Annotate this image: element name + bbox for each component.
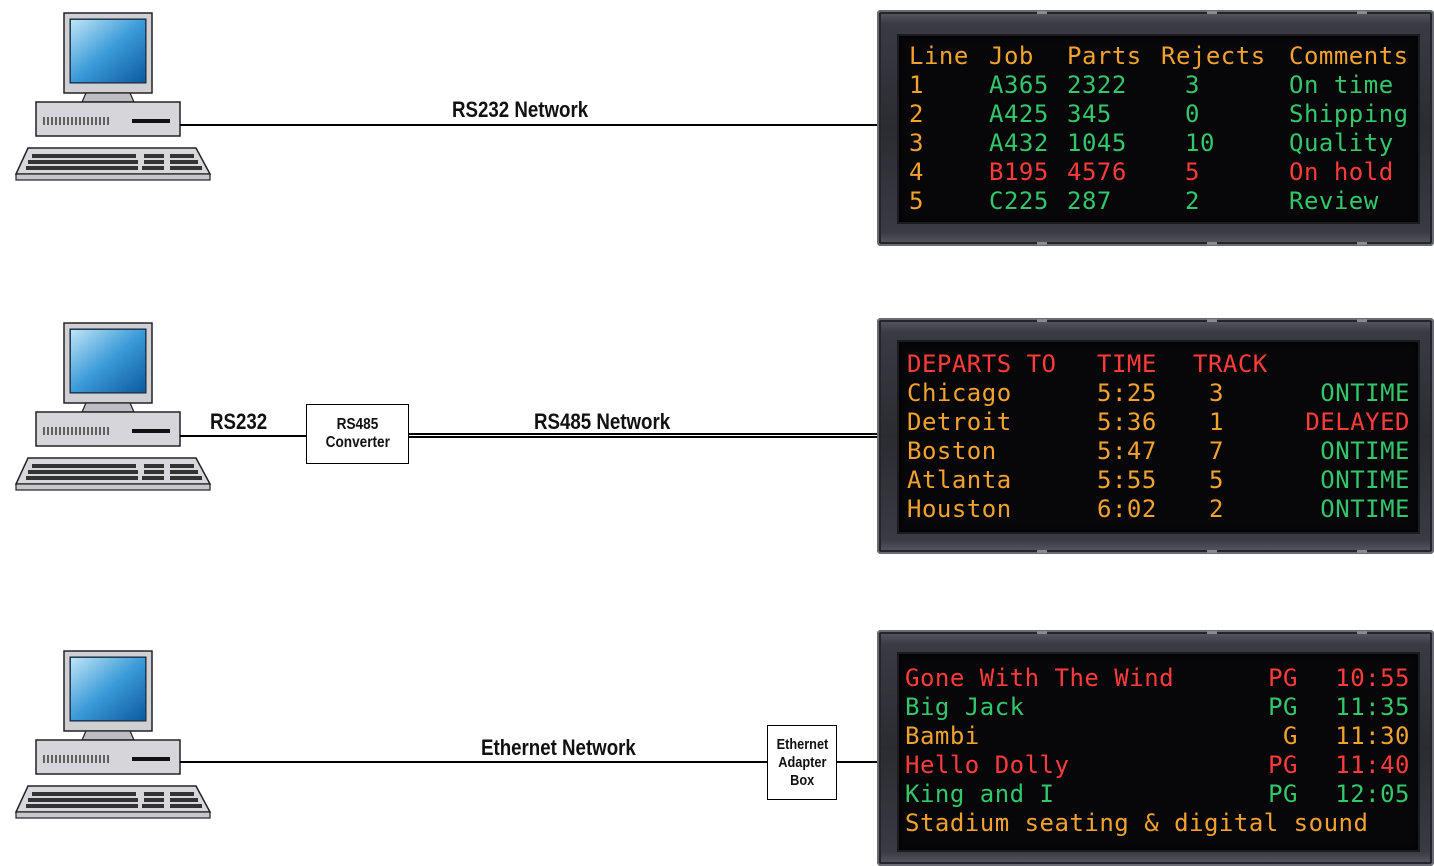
rating-cell: PG xyxy=(1268,693,1298,721)
parts-cell: 2322 xyxy=(1067,71,1127,99)
column-header: DEPARTS TO xyxy=(907,350,1057,378)
movie-title-cell: Gone With The Wind xyxy=(905,664,1175,692)
parts-cell: 1045 xyxy=(1067,129,1127,157)
rs485-cable xyxy=(409,433,878,438)
comments-cell: Quality xyxy=(1289,129,1394,157)
showtime-cell: 11:40 xyxy=(1335,751,1410,779)
track-cell: 2 xyxy=(1209,495,1224,523)
showtime-cell: 11:30 xyxy=(1335,722,1410,750)
job-cell: A365 xyxy=(989,71,1049,99)
showtime-cell: 10:55 xyxy=(1335,664,1410,692)
parts-cell: 345 xyxy=(1067,100,1112,128)
desktop-computer-icon xyxy=(15,650,211,819)
line-cell: 2 xyxy=(909,100,924,128)
movie-title-cell: Big Jack xyxy=(905,693,1025,721)
converter-label-line1: RS485 xyxy=(336,416,379,433)
converter-label-line2: Converter xyxy=(325,434,390,451)
rejects-cell: 5 xyxy=(1185,158,1200,186)
rs232-network-label: RS232 Network xyxy=(452,97,589,122)
track-cell: 1 xyxy=(1209,408,1224,436)
job-cell: B195 xyxy=(989,158,1049,186)
rs485-network-label: RS485 Network xyxy=(534,409,671,434)
destination-cell: Detroit xyxy=(907,408,1012,436)
comments-cell: Shipping xyxy=(1289,100,1409,128)
production-status-display: Line Job Parts Rejects Comments 1 A365 2322 3 On … xyxy=(877,10,1434,246)
desktop-computer-icon xyxy=(15,12,211,181)
destination-cell: Chicago xyxy=(907,379,1012,407)
track-cell: 7 xyxy=(1209,437,1224,465)
time-cell: 5:55 xyxy=(1097,466,1157,494)
track-cell: 5 xyxy=(1209,466,1224,494)
rating-cell: PG xyxy=(1268,664,1298,692)
line-cell: 3 xyxy=(909,129,924,157)
line-cell: 4 xyxy=(909,158,924,186)
comments-cell: Review xyxy=(1289,187,1379,215)
rating-cell: PG xyxy=(1268,751,1298,779)
job-cell: C225 xyxy=(989,187,1049,215)
showtime-cell: 11:35 xyxy=(1335,693,1410,721)
movie-title-cell: King and I xyxy=(905,780,1055,808)
adapter-label-line1: Ethernet xyxy=(776,735,828,753)
ethernet-cable-short xyxy=(837,761,878,763)
led-screen: Line Job Parts Rejects Comments 1 A365 2322 3 On … xyxy=(897,34,1420,224)
adapter-label-line2: Adapter xyxy=(777,753,827,771)
column-header: TRACK xyxy=(1193,350,1268,378)
column-header: Comments xyxy=(1289,42,1409,70)
ethernet-adapter-box: Ethernet Adapter Box xyxy=(767,725,837,800)
column-header: Job xyxy=(989,42,1034,70)
rating-cell: PG xyxy=(1268,780,1298,808)
adapter-label-line3: Box xyxy=(789,771,815,789)
time-cell: 6:02 xyxy=(1097,495,1157,523)
rs232-cable xyxy=(180,124,878,126)
rs232-cable xyxy=(180,435,307,437)
status-cell: ONTIME xyxy=(1320,466,1410,494)
destination-cell: Boston xyxy=(907,437,997,465)
status-cell: ONTIME xyxy=(1320,379,1410,407)
line-cell: 5 xyxy=(909,187,924,215)
job-cell: A425 xyxy=(989,100,1049,128)
ethernet-network-label: Ethernet Network xyxy=(481,735,636,760)
comments-cell: On time xyxy=(1289,71,1394,99)
track-cell: 3 xyxy=(1209,379,1224,407)
status-cell: DELAYED xyxy=(1305,408,1410,436)
comments-cell: On hold xyxy=(1289,158,1394,186)
column-header: Parts xyxy=(1067,42,1142,70)
rejects-cell: 3 xyxy=(1185,71,1200,99)
rejects-cell: 2 xyxy=(1185,187,1200,215)
column-header: Rejects xyxy=(1161,42,1266,70)
time-cell: 5:25 xyxy=(1097,379,1157,407)
job-cell: A432 xyxy=(989,129,1049,157)
ethernet-cable xyxy=(180,761,768,763)
rejects-cell: 0 xyxy=(1185,100,1200,128)
destination-cell: Houston xyxy=(907,495,1012,523)
status-cell: ONTIME xyxy=(1320,495,1410,523)
line-cell: 1 xyxy=(909,71,924,99)
parts-cell: 4576 xyxy=(1067,158,1127,186)
movie-title-cell: Hello Dolly xyxy=(905,751,1070,779)
desktop-computer-icon xyxy=(15,322,211,491)
status-cell: ONTIME xyxy=(1320,437,1410,465)
column-header: Line xyxy=(909,42,969,70)
rating-cell: G xyxy=(1283,722,1298,750)
column-header: TIME xyxy=(1097,350,1157,378)
footer-text: Stadium seating & digital sound xyxy=(905,809,1369,837)
time-cell: 5:47 xyxy=(1097,437,1157,465)
showtime-cell: 12:05 xyxy=(1335,780,1410,808)
destination-cell: Atlanta xyxy=(907,466,1012,494)
rejects-cell: 10 xyxy=(1185,129,1215,157)
rs485-converter-box: RS485 Converter xyxy=(306,404,409,464)
time-cell: 5:36 xyxy=(1097,408,1157,436)
movie-title-cell: Bambi xyxy=(905,722,980,750)
parts-cell: 287 xyxy=(1067,187,1112,215)
rs232-label: RS232 xyxy=(210,409,268,434)
